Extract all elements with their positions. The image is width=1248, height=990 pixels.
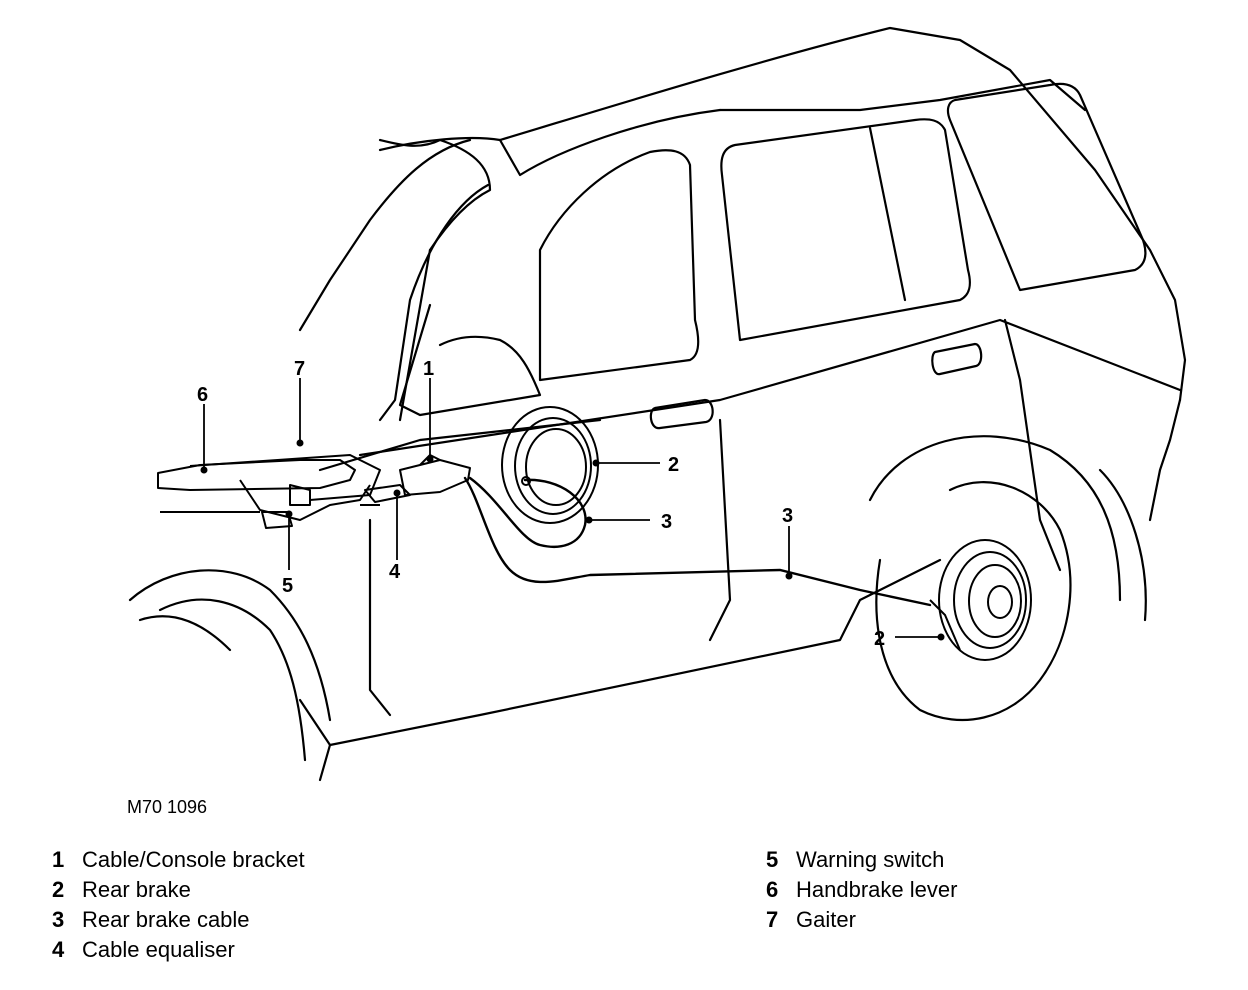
legend-number: 1 xyxy=(52,847,65,872)
callout-5: 5 xyxy=(282,575,293,597)
legend-item: 5 Warning switch xyxy=(766,845,957,875)
legend-number: 7 xyxy=(766,907,779,932)
callout-2: 2 xyxy=(874,628,885,650)
callout-1: 1 xyxy=(423,358,434,380)
front-door-handle xyxy=(649,398,714,430)
legend-item: 6 Handbrake lever xyxy=(766,875,957,905)
rear-tyre xyxy=(875,481,1072,722)
legend-number: 2 xyxy=(52,877,65,902)
legend-label: Gaiter xyxy=(796,907,856,932)
rear-brake-cable-far xyxy=(468,476,587,548)
rear-brake-far xyxy=(501,406,599,524)
callout-3: 3 xyxy=(661,511,672,533)
legend-label: Warning switch xyxy=(796,847,945,872)
legend-item: 7 Gaiter xyxy=(766,905,957,935)
legend-label: Cable/Console bracket xyxy=(82,847,305,872)
legend-label: Rear brake xyxy=(82,877,191,902)
legend-number: 6 xyxy=(766,877,779,902)
cable-equaliser xyxy=(360,484,411,506)
warning-switch xyxy=(261,511,293,529)
callout-3: 3 xyxy=(782,505,793,527)
callout-4: 4 xyxy=(389,561,401,583)
legend-number: 3 xyxy=(52,907,65,932)
callout-6: 6 xyxy=(197,384,208,406)
callout-7: 7 xyxy=(294,358,305,380)
rear-brake-cable-near xyxy=(463,476,932,607)
gaiter xyxy=(189,454,381,501)
legend-item: 2 Rear brake xyxy=(52,875,305,905)
legend-left: 1 Cable/Console bracket 2 Rear brake 3 Rear… xyxy=(52,845,305,965)
legend-item: 3 Rear brake cable xyxy=(52,905,305,935)
vehicle-outline xyxy=(298,26,1187,782)
handbrake-mechanism xyxy=(239,479,371,521)
legend-label: Rear brake cable xyxy=(82,907,250,932)
legend-number: 4 xyxy=(52,937,65,962)
callout-2: 2 xyxy=(668,454,679,476)
handbrake-lever xyxy=(157,459,356,491)
rear-door-window xyxy=(720,118,971,342)
legend-number: 5 xyxy=(766,847,779,872)
rear-brake-near xyxy=(929,539,1032,661)
legend-label: Cable equaliser xyxy=(82,937,235,962)
diagram-reference: M70 1096 xyxy=(127,797,208,817)
legend-right: 5 Warning switch 6 Handbrake lever 7 Gaiter xyxy=(766,845,957,935)
rear-quarter-window xyxy=(946,82,1147,292)
rear-wheel-arch xyxy=(868,435,1147,622)
legend-item: 1 Cable/Console bracket xyxy=(52,845,305,875)
rear-door-handle xyxy=(931,342,983,376)
front-door-window xyxy=(398,149,700,417)
legend-label: Handbrake lever xyxy=(796,877,958,902)
legend-item: 4 Cable equaliser xyxy=(52,935,305,965)
cable-console-bracket xyxy=(399,454,471,496)
front-wheel-arch xyxy=(128,569,332,762)
